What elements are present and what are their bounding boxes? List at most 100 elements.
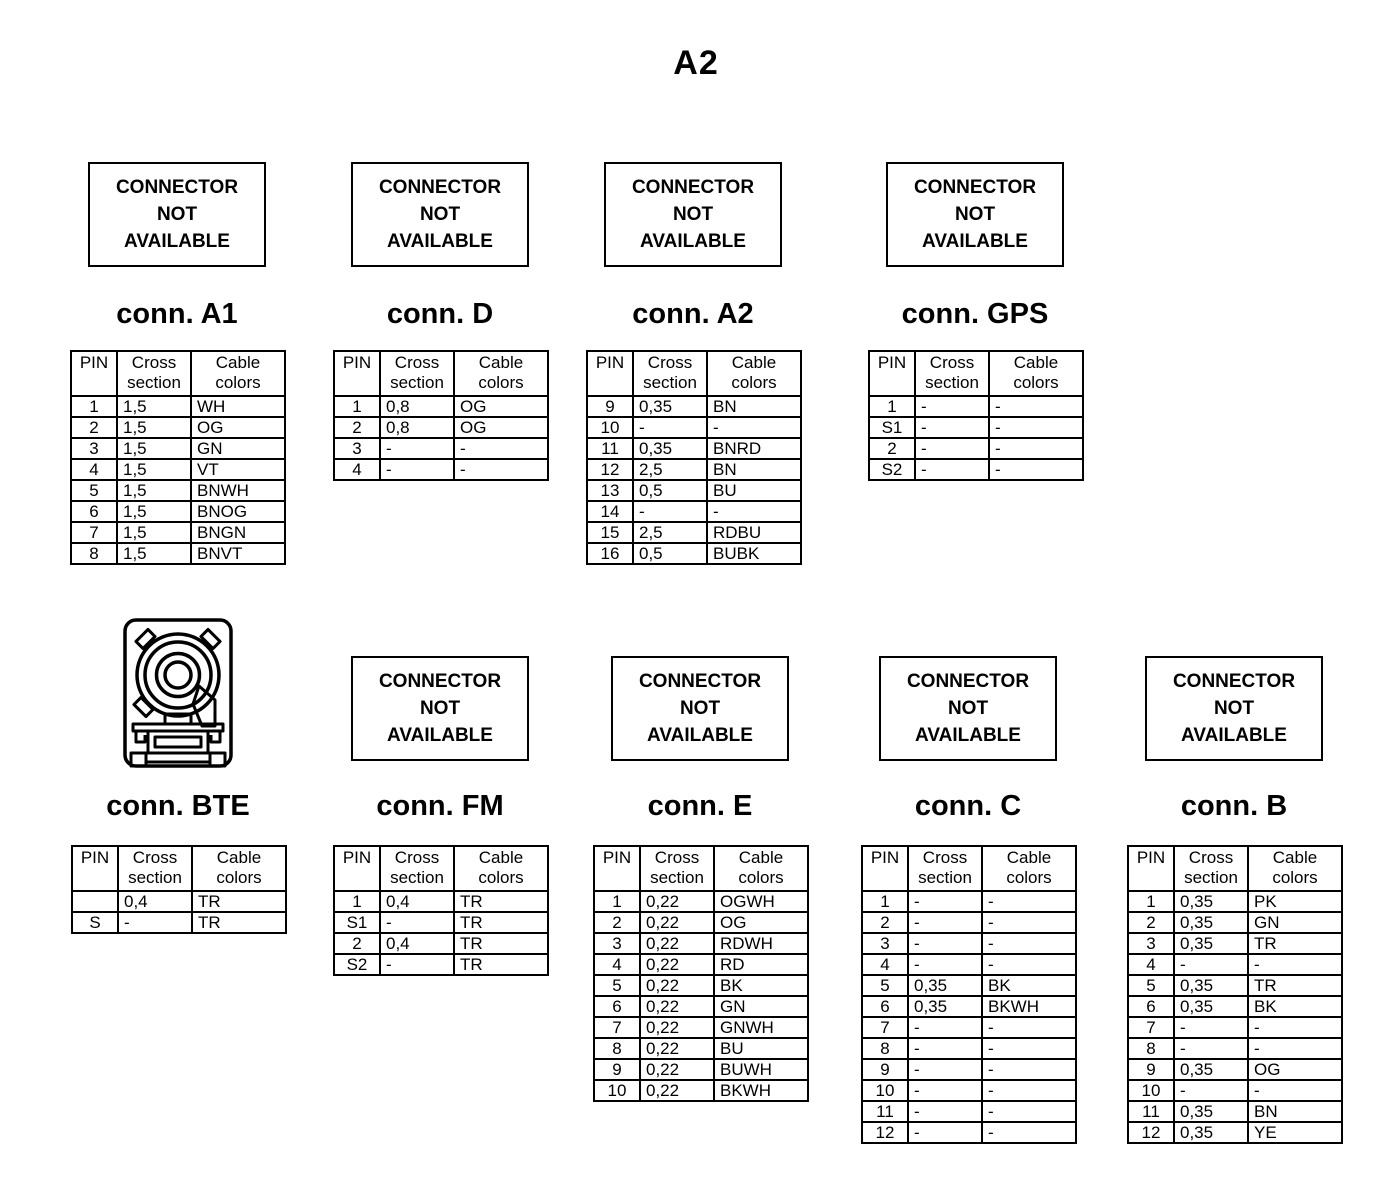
cross-section-cell: - [1173, 1079, 1249, 1102]
cross-section-cell: 0,5 [632, 479, 708, 502]
cross-section-cell: - [1173, 1037, 1249, 1060]
pin-cell: 8 [593, 1037, 641, 1060]
pin-cell: 7 [593, 1016, 641, 1039]
cable-colors-cell: BN [706, 458, 802, 481]
pin-row: 1-- [868, 395, 1084, 418]
pin-row: 10-- [1127, 1079, 1343, 1102]
cross-section-cell: - [1173, 1016, 1249, 1039]
pin-row: S2-- [868, 458, 1084, 481]
cross-section-cell: 0,35 [907, 974, 983, 997]
pin-cell: 11 [586, 437, 634, 460]
pin-row: 4-- [333, 458, 549, 481]
cable-colors-cell: WH [190, 395, 286, 418]
cable-colors-cell: BKWH [713, 1079, 809, 1102]
cable-colors-cell: RDBU [706, 521, 802, 544]
cable-colors-cell: OG [453, 395, 549, 418]
cable-colors-cell: - [981, 1121, 1077, 1144]
cable-colors-cell: - [988, 437, 1084, 460]
cross-section-cell: - [907, 890, 983, 913]
connector-title: conn. D [386, 298, 494, 330]
pin-cell: S2 [333, 953, 381, 976]
cable-colors-cell: GN [713, 995, 809, 1018]
pin-row: 1-- [861, 890, 1077, 913]
pin-cell: S1 [333, 911, 381, 934]
pin-cell: 7 [861, 1016, 909, 1039]
cross-section-cell: 0,35 [907, 995, 983, 1018]
cross-section-cell: 0,22 [639, 953, 715, 976]
cable-colors-cell: BK [1247, 995, 1343, 1018]
cable-colors-cell: TR [453, 890, 549, 913]
cross-section-cell: - [379, 458, 455, 481]
pin-row: 10-- [861, 1079, 1077, 1102]
cable-colors-cell: BKWH [981, 995, 1077, 1018]
pin-row: S1-TR [333, 911, 549, 934]
not-available-line: NOT [156, 204, 198, 225]
pin-row: 4-- [861, 953, 1077, 976]
cross-section-cell: - [907, 1100, 983, 1123]
pin-row: 4-- [1127, 953, 1343, 976]
pin-cell: 4 [333, 458, 381, 481]
pin-cell: 12 [1127, 1121, 1175, 1144]
pin-table-header-row: PIN Cross section Cable colors [70, 350, 286, 397]
not-available-line: CONNECTOR [378, 671, 502, 692]
cross-section-cell: 0,8 [379, 416, 455, 439]
cross-section-header: Cross section [639, 845, 715, 892]
cable-colors-cell: TR [453, 932, 549, 955]
cable-colors-header: Cable colors [1247, 845, 1343, 892]
cable-colors-cell: TR [191, 911, 287, 934]
cross-section-cell: - [1173, 953, 1249, 976]
cable-colors-cell: - [981, 1100, 1077, 1123]
cross-section-cell: 1,5 [116, 437, 192, 460]
cable-colors-cell: BNWH [190, 479, 286, 502]
cable-colors-header: Cable colors [988, 350, 1084, 397]
pin-row: 10-- [586, 416, 802, 439]
cross-section-cell: 1,5 [116, 395, 192, 418]
connector-title: conn. E [647, 790, 753, 822]
cable-colors-cell: - [981, 890, 1077, 913]
pin-table-header-row: PIN Cross section Cable colors [1127, 845, 1343, 892]
cross-section-cell: 0,35 [1173, 911, 1249, 934]
pin-cell: S [71, 911, 119, 934]
cable-colors-cell: - [981, 1058, 1077, 1081]
pin-cell: 8 [861, 1037, 909, 1060]
page-title: A2 [673, 44, 719, 82]
not-available-line: AVAILABLE [124, 231, 230, 252]
pin-cell: 3 [861, 932, 909, 955]
not-available-line: NOT [954, 204, 996, 225]
cable-colors-cell: - [981, 1079, 1077, 1102]
cable-colors-cell: OG [1247, 1058, 1343, 1081]
pin-row: S2-TR [333, 953, 549, 976]
cross-section-cell: - [914, 395, 990, 418]
pin-cell: 10 [1127, 1079, 1175, 1102]
cable-colors-cell: TR [453, 953, 549, 976]
cross-section-cell: 0,4 [117, 890, 193, 913]
pin-cell: 12 [586, 458, 634, 481]
cross-section-cell: 0,35 [1173, 1121, 1249, 1144]
pin-cell: 10 [593, 1079, 641, 1102]
not-available-line: AVAILABLE [387, 231, 493, 252]
pin-cell: 9 [593, 1058, 641, 1081]
pin-cell: 2 [70, 416, 118, 439]
not-available-line: AVAILABLE [640, 231, 746, 252]
cross-section-header: Cross section [914, 350, 990, 397]
cross-section-cell: - [907, 953, 983, 976]
pin-header: PIN [593, 845, 641, 892]
cross-section-header: Cross section [117, 845, 193, 892]
pin-row: 2-- [861, 911, 1077, 934]
pin-cell: 3 [70, 437, 118, 460]
